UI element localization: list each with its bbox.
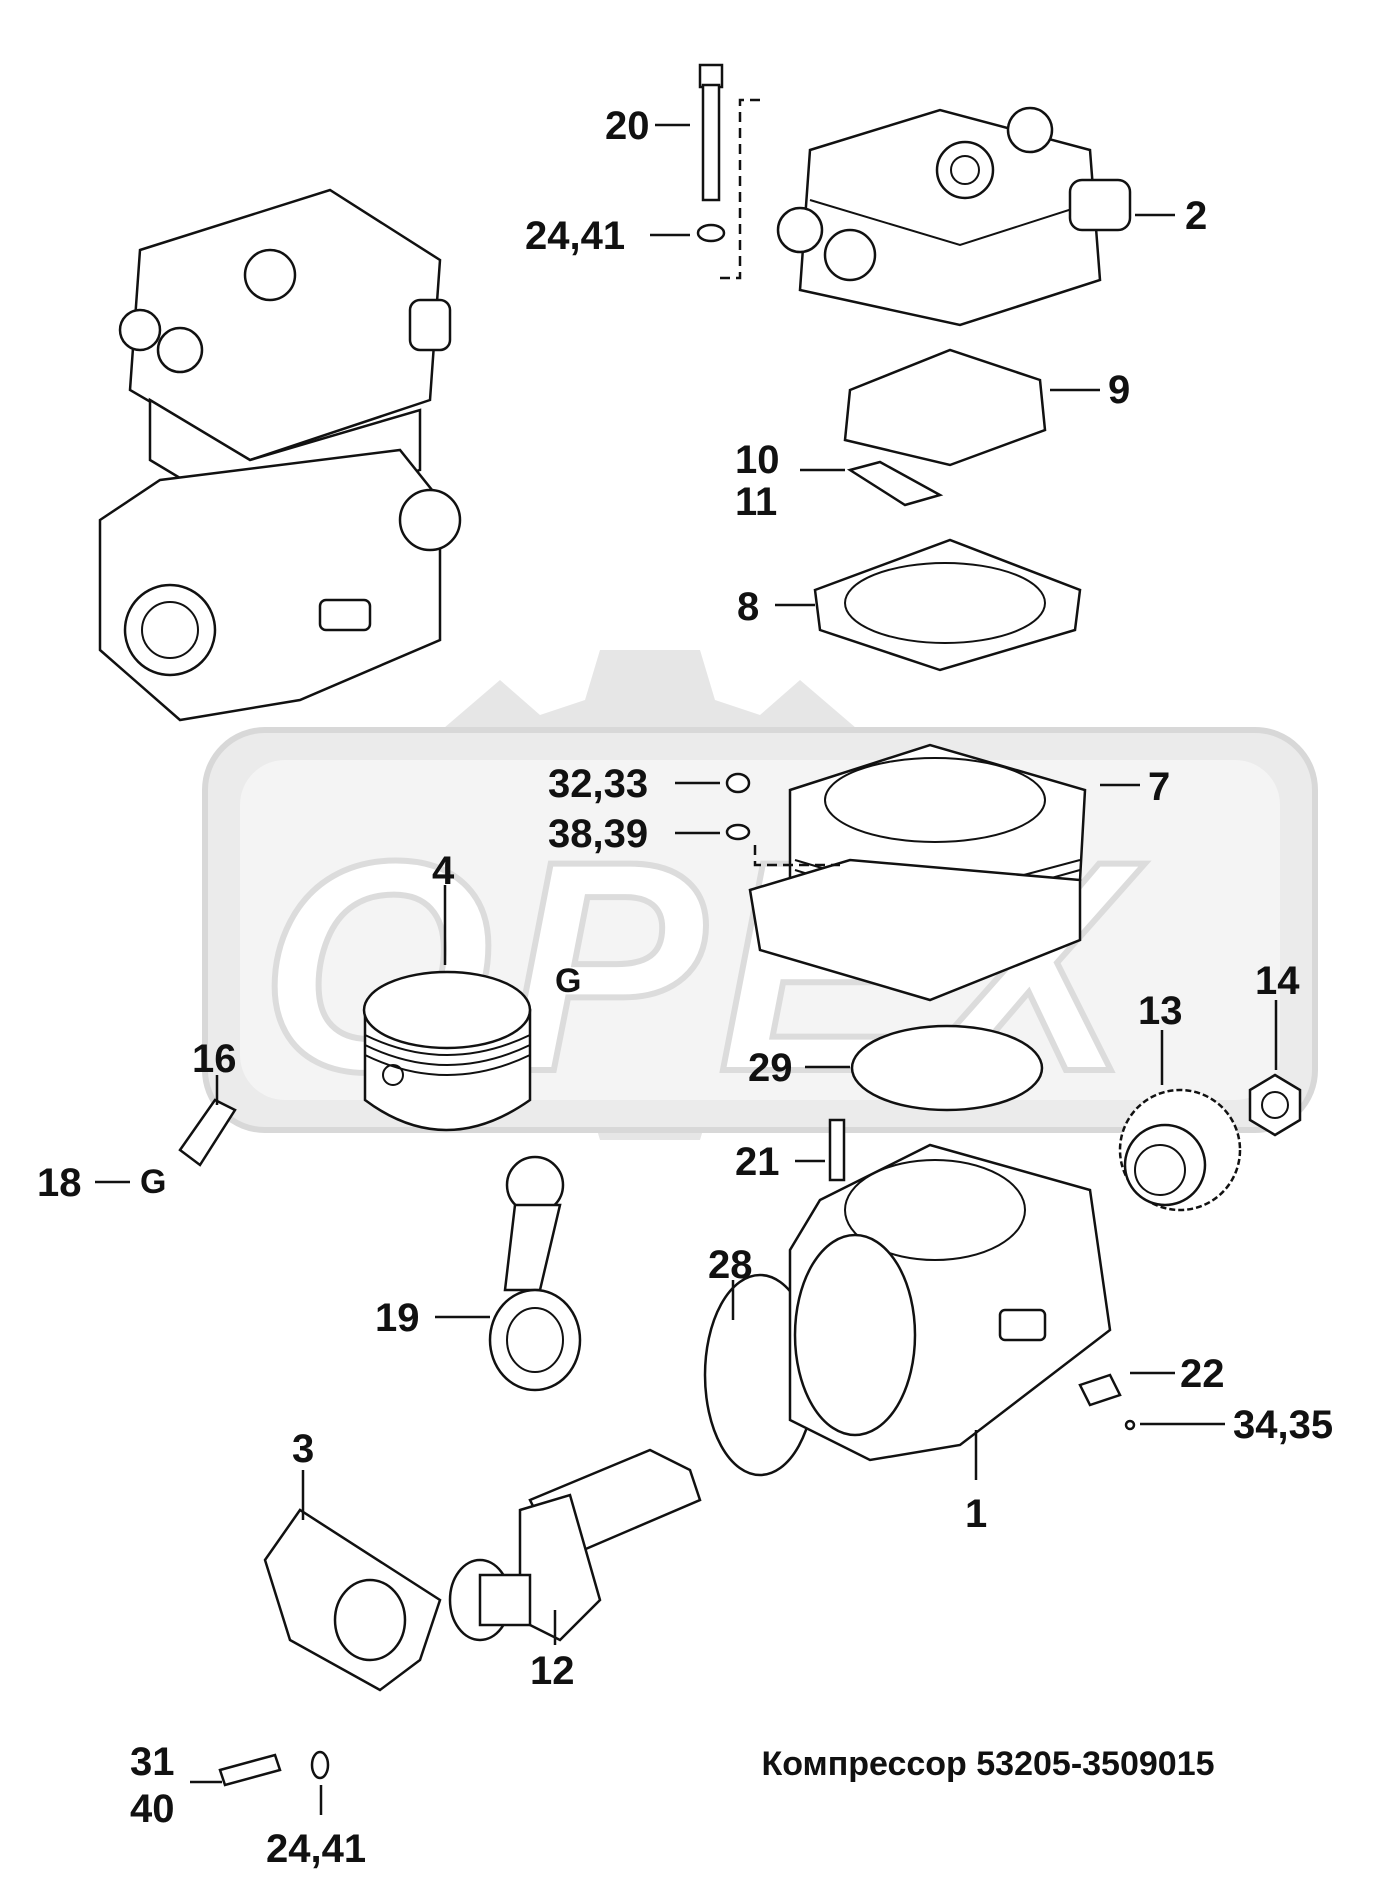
part-4-piston [362, 970, 532, 1132]
part-18-circlip-icon: G [140, 1163, 166, 1201]
label-28: 28 [708, 1243, 753, 1287]
label-18: 18 [37, 1161, 82, 1205]
label-31: 31 [130, 1740, 175, 1784]
part-12-crankshaft [448, 1448, 702, 1642]
part-2-cylinder-head [776, 106, 1132, 327]
part-24-41-washer-top [696, 223, 726, 243]
label-29: 29 [748, 1046, 793, 1090]
label-3: 3 [292, 1427, 314, 1471]
part-labels: 20 24,41 2 9 10 11 8 32,33 38,39 7 4 13 … [37, 104, 1333, 1871]
label-1: 1 [965, 1492, 987, 1536]
label-9: 9 [1108, 368, 1130, 412]
label-10: 10 [735, 438, 780, 482]
label-16: 16 [192, 1037, 237, 1081]
part-22-cover-plate [1078, 1373, 1122, 1407]
diagram-title: Компрессор 53205-3509015 [761, 1745, 1214, 1783]
part-14-nut [1248, 1073, 1302, 1137]
assembly-dash-line-middle [753, 845, 840, 867]
assembly-dash-line-top [715, 98, 760, 280]
part-16-piston-pin [178, 1098, 237, 1167]
label-34-35: 34,35 [1233, 1403, 1333, 1447]
label-12: 12 [530, 1649, 575, 1693]
label-14: 14 [1255, 959, 1300, 1003]
leader-lines [95, 123, 1278, 1815]
part-9-gasket [843, 348, 1047, 467]
label-7: 7 [1148, 765, 1170, 809]
part-24-41-washer-bottom [310, 1750, 330, 1780]
label-20: 20 [605, 104, 650, 148]
label-21: 21 [735, 1140, 780, 1184]
label-13: 13 [1138, 989, 1183, 1033]
label-22: 22 [1180, 1352, 1225, 1396]
assembled-compressor [98, 188, 462, 722]
part-20-bolt [698, 63, 724, 202]
part-34-35-screw [1124, 1419, 1136, 1431]
part-1-crankcase [788, 1143, 1112, 1462]
part-19-connecting-rod [488, 1155, 582, 1392]
part-3-end-cover [263, 1508, 442, 1692]
part-31-40-bolt [218, 1753, 282, 1787]
part-10-11-plate [846, 460, 944, 507]
label-32-33: 32,33 [548, 762, 648, 806]
label-8: 8 [737, 585, 759, 629]
part-38-39-washer [725, 823, 751, 841]
label-40: 40 [130, 1787, 175, 1831]
label-24-41-top: 24,41 [525, 214, 625, 258]
label-38-39: 38,39 [548, 812, 648, 856]
label-11: 11 [735, 480, 777, 524]
label-4: 4 [432, 849, 455, 893]
part-8-gasket [813, 538, 1082, 672]
part-29-o-ring [850, 1024, 1044, 1112]
label-2: 2 [1185, 194, 1207, 238]
part-7-cylinder [748, 743, 1087, 1002]
label-19: 19 [375, 1296, 420, 1340]
circlip-right-icon: G [555, 962, 581, 1000]
part-21-stud [828, 1118, 846, 1182]
part-13-gear [1118, 1088, 1242, 1212]
part-32-33-nut [725, 772, 751, 794]
label-24-41-bottom: 24,41 [266, 1827, 366, 1871]
